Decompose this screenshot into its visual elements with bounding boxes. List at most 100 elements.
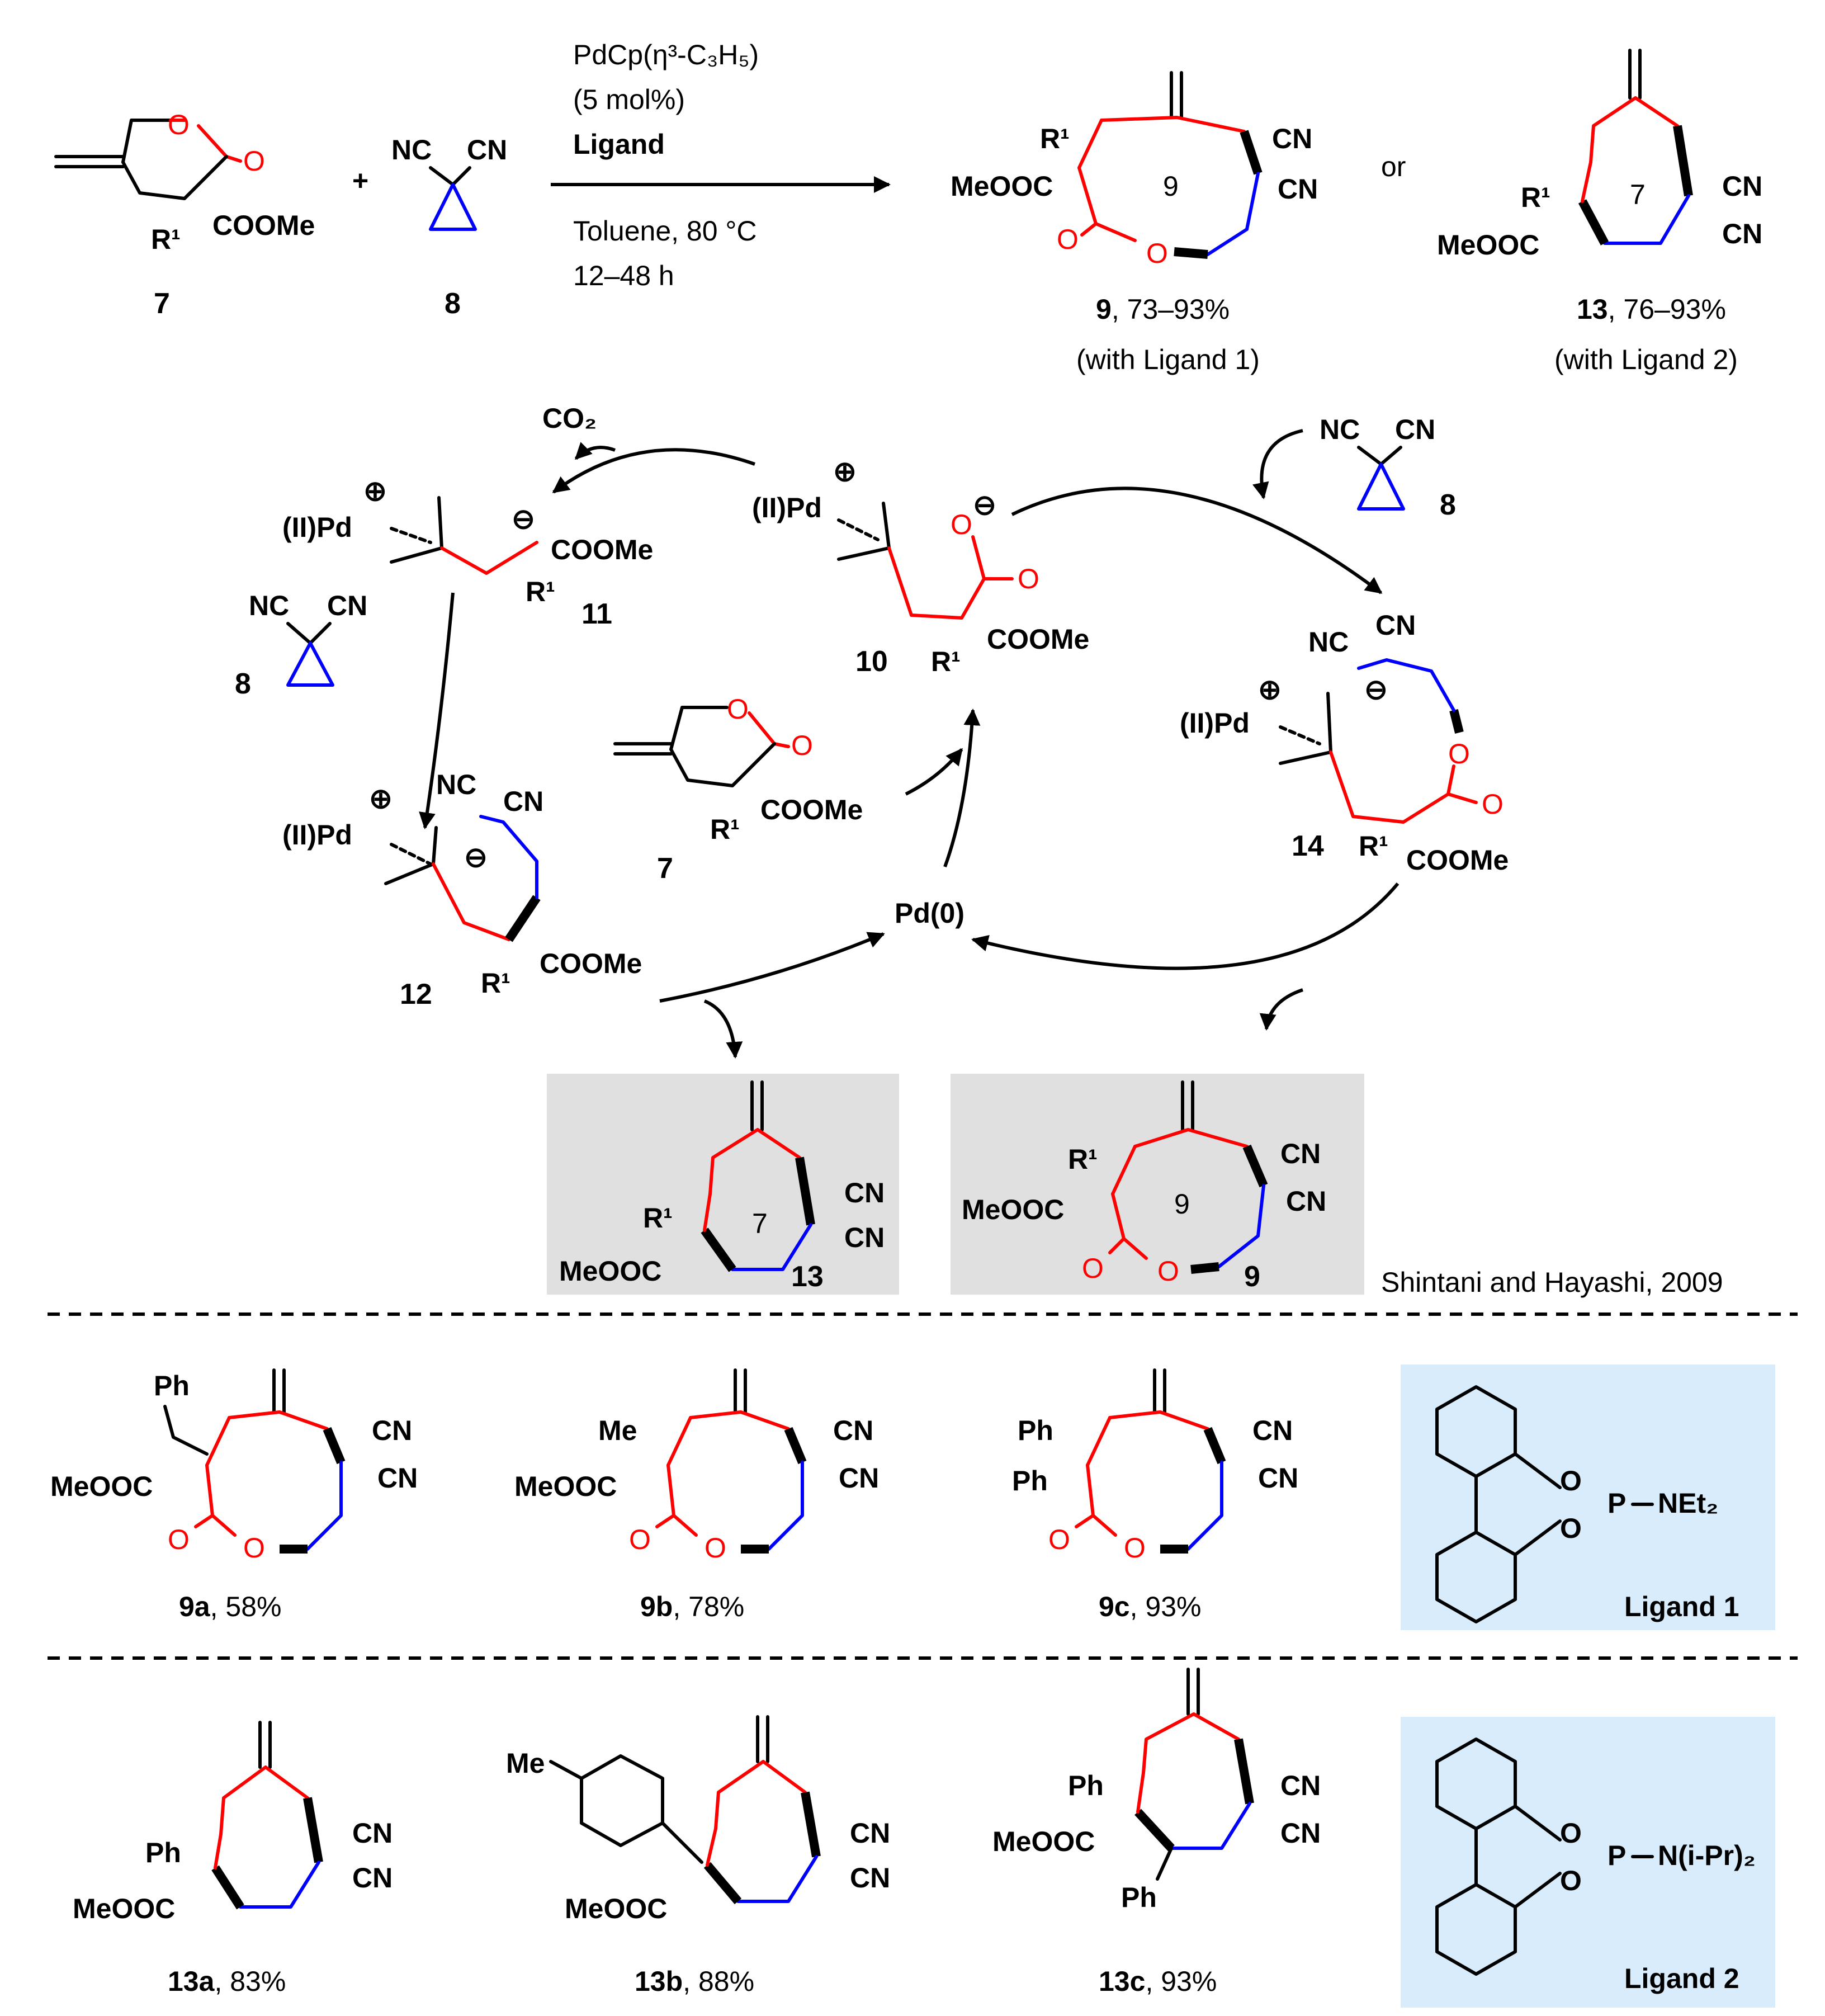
example-13a: Ph MeOOC CN CN 13a, 83% — [73, 1721, 393, 1997]
pd-label: (II)Pd — [282, 819, 352, 851]
atom-o: O — [727, 693, 749, 725]
pd-label: (II)Pd — [282, 512, 352, 543]
intermediate-12: (II)Pd ⊕ NC CN ⊖ COOMe R¹ 12 — [282, 769, 642, 1011]
compound-label-14: 14 — [1292, 830, 1324, 862]
atom-o: O — [1560, 1465, 1582, 1496]
ligand-2-label: Ligand 2 — [1624, 1963, 1739, 1994]
group-r1: R¹ — [931, 646, 961, 677]
atom-o: O — [705, 1532, 726, 1564]
example-9a: Ph O O MeOOC CN CN 9a, 58% — [50, 1368, 418, 1622]
ligand-2: O O P N(i-Pr)₂ Ligand 2 — [1435, 1738, 1756, 1994]
group-cn: CN — [1278, 173, 1318, 205]
atom-o: O — [1448, 738, 1470, 769]
group-cooMe: COOMe — [987, 624, 1089, 655]
atom-o: O — [1560, 1513, 1582, 1544]
ring-size-7: 7 — [1630, 179, 1646, 210]
group-cn: CN — [1395, 414, 1435, 445]
group-meooc: MeOOC — [50, 1471, 153, 1502]
ligand-text: Ligand — [573, 129, 665, 160]
group-cn: CN — [327, 590, 367, 621]
ligand-1: O O P NEt₂ Ligand 1 — [1435, 1385, 1739, 1623]
group-cn: CN — [844, 1222, 885, 1253]
group-cn: CN — [850, 1862, 890, 1894]
atom-o: O — [629, 1524, 651, 1555]
group-r1: R¹ — [1040, 123, 1070, 154]
ring-size-9: 9 — [1163, 171, 1179, 202]
time-text: 12–48 h — [573, 260, 674, 291]
group-meooc: MeOOC — [962, 1194, 1064, 1225]
yield-9a: 9a, 58% — [179, 1591, 281, 1622]
group-meooc: MeOOC — [1437, 229, 1539, 261]
lactone-7-center: O O COOMe R¹ 7 — [613, 693, 863, 885]
group-cn: CN — [844, 1177, 885, 1208]
ligand-2-box — [1401, 1717, 1775, 2008]
group-r1: R¹ — [710, 814, 740, 845]
group-cn: CN — [352, 1817, 393, 1849]
atom-o: O — [1560, 1865, 1582, 1896]
group-meooc: MeOOC — [992, 1826, 1095, 1857]
group-cooMe: COOMe — [212, 210, 315, 241]
group-cn: CN — [1272, 123, 1312, 154]
group-r1: R¹ — [1068, 1144, 1098, 1175]
group-cooMe: COOMe — [540, 948, 642, 979]
yield-13: 13, 76–93% — [1577, 294, 1726, 325]
group-nipr2: N(i-Pr)₂ — [1658, 1840, 1756, 1871]
atom-o: O — [168, 1524, 190, 1555]
credit-text: Shintani and Hayashi, 2009 — [1381, 1267, 1723, 1298]
plus-charge: ⊕ — [1258, 674, 1282, 705]
atom-o: O — [1157, 1255, 1179, 1287]
group-cn: CN — [377, 1462, 418, 1494]
group-ph: Ph — [1121, 1882, 1157, 1913]
minus-charge: ⊖ — [1364, 674, 1388, 705]
plus-charge: ⊕ — [369, 783, 393, 814]
atom-o: O — [243, 145, 265, 177]
group-cn: CN — [1280, 1770, 1321, 1801]
atom-o: O — [951, 509, 972, 540]
cyclopropane-8-left: NC CN 8 — [235, 590, 367, 700]
plus-sign: + — [352, 165, 368, 196]
solvent-text: Toluene, 80 °C — [573, 215, 757, 247]
group-r1: R¹ — [1359, 830, 1388, 862]
product-13-box: 7 R¹ MeOOC CN CN 13 — [559, 1080, 885, 1293]
yield-9c: 9c, 93% — [1099, 1591, 1201, 1622]
ring-size-7: 7 — [752, 1208, 768, 1239]
compound-label-7: 7 — [657, 852, 673, 885]
atom-o: O — [1560, 1817, 1582, 1849]
group-nc: NC — [436, 769, 476, 800]
group-ph: Ph — [1068, 1770, 1104, 1801]
compound-label-13: 13 — [791, 1260, 824, 1293]
product-9-top: O O 9 MeOOC R¹ CN CN 9, 73–93% (with Lig… — [951, 71, 1318, 375]
co2-label: CO₂ — [542, 403, 597, 434]
group-me: Me — [598, 1415, 637, 1446]
yield-13b: 13b, 88% — [635, 1966, 754, 1997]
group-cn: CN — [1375, 610, 1416, 641]
compound-label-12: 12 — [400, 978, 432, 1011]
or-text: or — [1381, 151, 1406, 182]
ring-size-9: 9 — [1174, 1188, 1190, 1220]
group-cn: CN — [833, 1415, 873, 1446]
yield-13-note: (with Ligand 2) — [1554, 344, 1738, 375]
atom-o: O — [1048, 1524, 1070, 1555]
atom-o: O — [1082, 1253, 1104, 1284]
group-meooc: MeOOC — [565, 1893, 667, 1924]
group-cn: CN — [1722, 171, 1762, 202]
group-nc: NC — [1320, 414, 1360, 445]
compound-label-8: 8 — [1440, 489, 1456, 521]
group-cn: CN — [850, 1817, 890, 1849]
group-cn: CN — [1258, 1462, 1298, 1494]
minus-charge: ⊖ — [973, 489, 996, 521]
atom-o: O — [1482, 789, 1504, 820]
group-meooc: MeOOC — [514, 1471, 617, 1502]
yield-13a: 13a, 83% — [168, 1966, 286, 1997]
cycle-arrows — [419, 429, 1400, 1059]
product-box-9 — [951, 1074, 1364, 1295]
pd-label: (II)Pd — [1180, 707, 1250, 739]
compound-label-8: 8 — [235, 668, 251, 700]
group-r1: R¹ — [643, 1202, 673, 1234]
product-13-top: 7 R¹ MeOOC CN CN 13, 76–93% (with Ligand… — [1437, 49, 1762, 375]
group-cn: CN — [1722, 218, 1762, 249]
group-r1: R¹ — [481, 967, 510, 999]
group-nc: NC — [1308, 626, 1349, 658]
ligand-1-box — [1401, 1365, 1775, 1630]
